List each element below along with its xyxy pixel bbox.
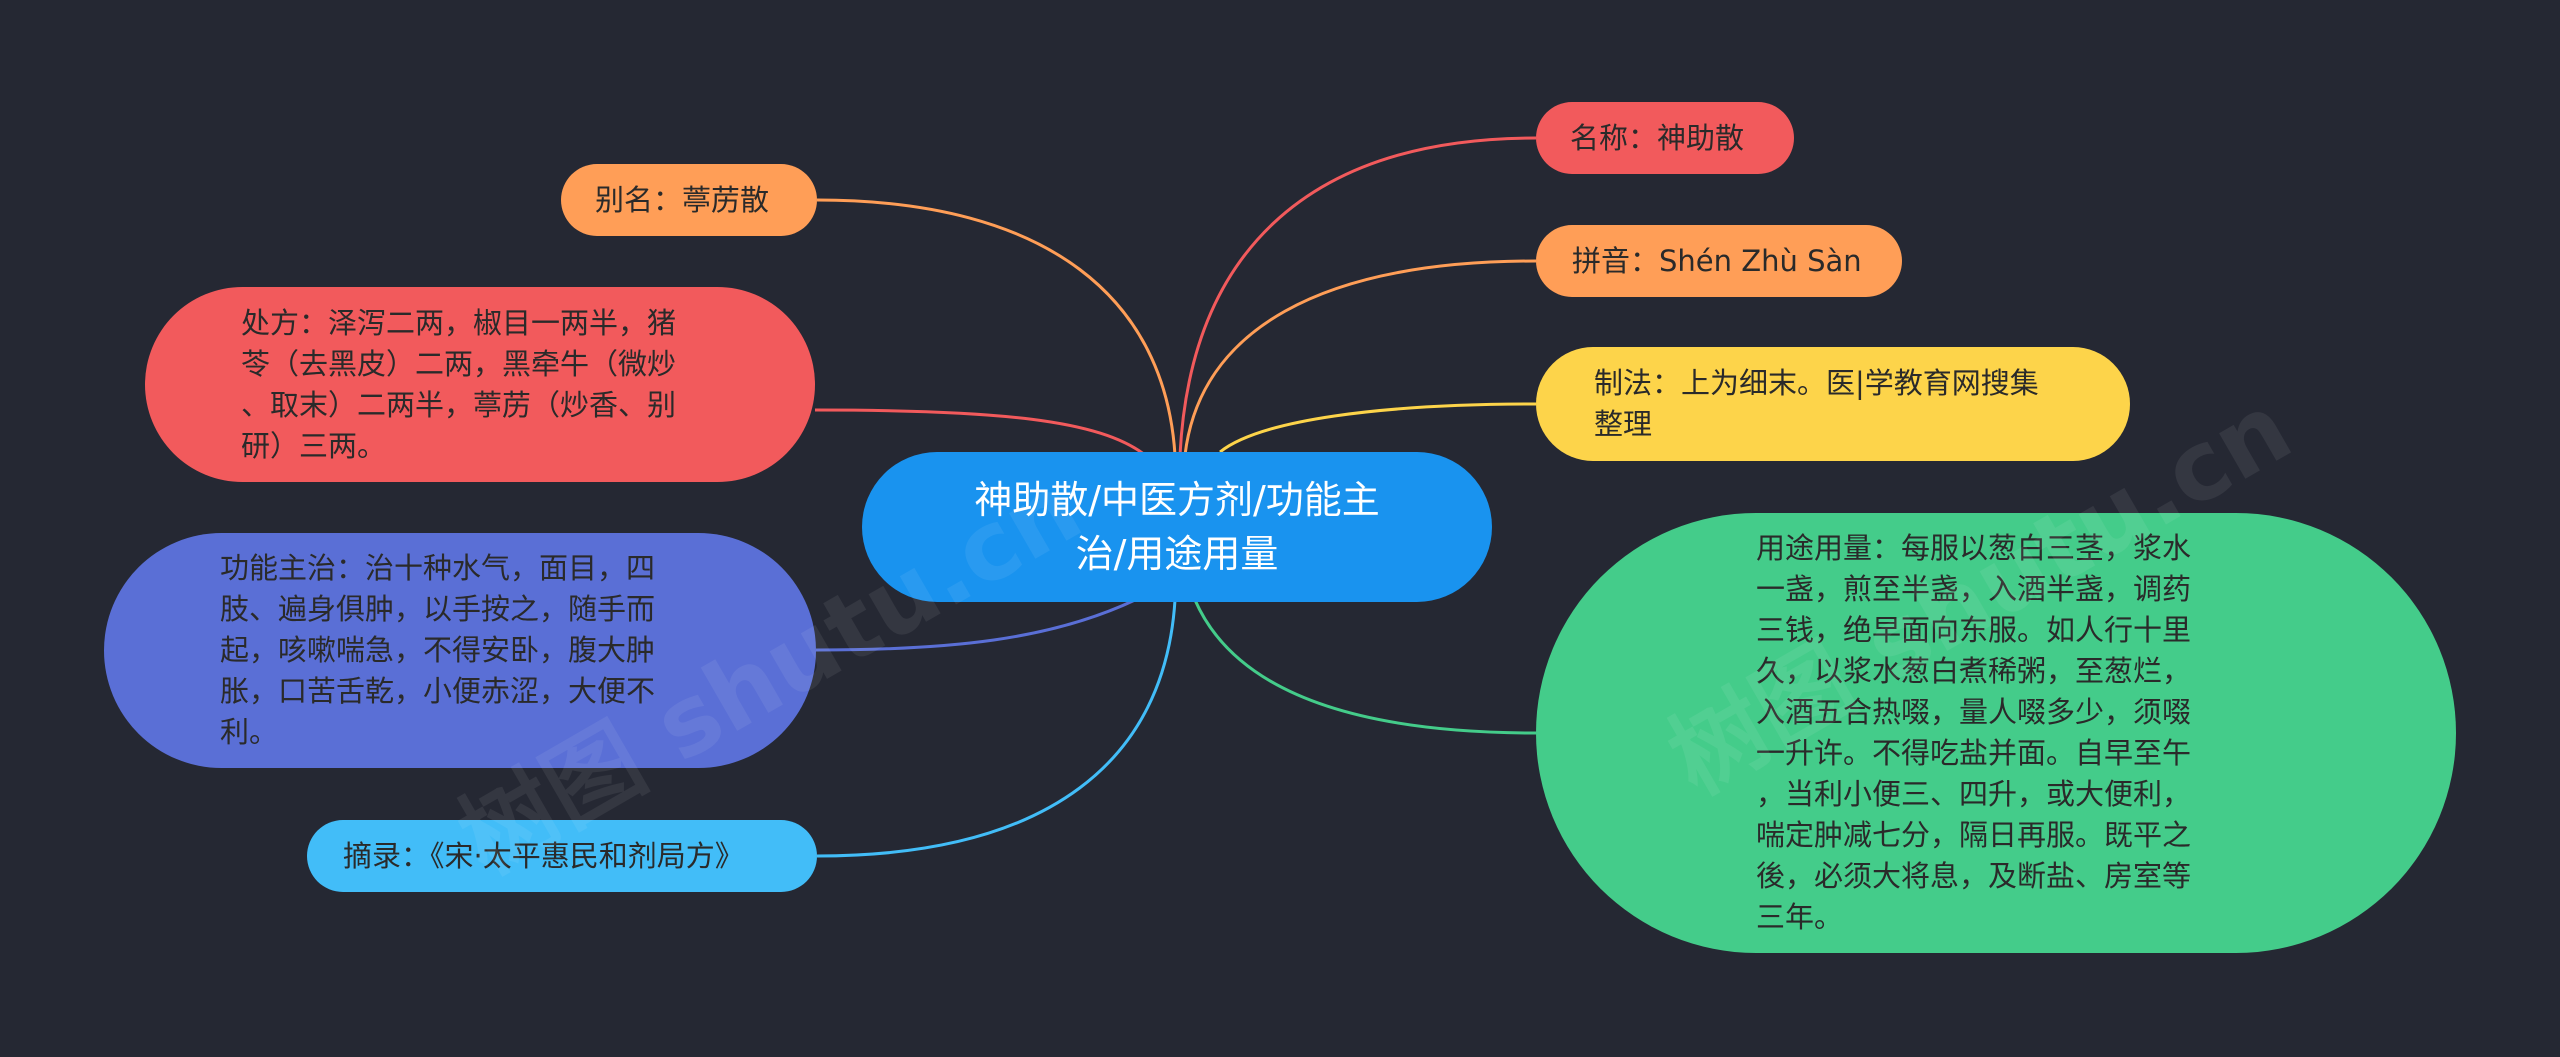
node-text: 别名：葶苈散: [595, 180, 769, 221]
node-line: 制法：上为细末。医|学教育网搜集: [1594, 366, 2039, 400]
node-alias[interactable]: 别名：葶苈散: [561, 164, 817, 236]
node-line: 处方：泽泻二两，椒目一两半，猪: [241, 305, 677, 340]
node-line: 用途用量：每服以葱白三茎，浆水: [1756, 531, 2192, 565]
node-text: 制法：上为细末。医|学教育网搜集 整理: [1594, 363, 2039, 445]
node-line: 利。: [220, 715, 279, 749]
node-excerpt[interactable]: 摘录：《宋·太平惠民和剂局方》: [307, 820, 817, 892]
node-method[interactable]: 制法：上为细末。医|学教育网搜集 整理: [1536, 347, 2130, 461]
node-line: 整理: [1594, 407, 1653, 441]
node-line: 拼音：Shén Zhù Sàn: [1572, 243, 1862, 278]
node-line: 喘定肿减七分，隔日再服。既平之: [1756, 818, 2192, 852]
node-text: 功能主治：治十种水气，面目，四 肢、遍身俱肿，以手按之，随手而 起，咳嗽喘急，不…: [220, 548, 655, 753]
node-line: 功能主治：治十种水气，面目，四: [220, 551, 656, 585]
node-text: 用途用量：每服以葱白三茎，浆水 一盏，煎至半盏，入酒半盏，调药 三钱，绝早面向东…: [1756, 528, 2191, 938]
node-line: 胀，口苦舌乾，小便赤涩，大便不: [220, 674, 656, 708]
node-name[interactable]: 名称：神助散: [1536, 102, 1794, 174]
node-line: 久，以浆水葱白煮稀粥，至葱烂，: [1756, 654, 2192, 688]
root-text: 神助散/中医方剂/功能主 治/用途用量: [974, 473, 1380, 581]
node-line: 研）三两。: [241, 428, 387, 463]
node-text: 处方：泽泻二两，椒目一两半，猪 苓（去黑皮）二两，黑牵牛（微炒 、取末）二两半，…: [241, 303, 676, 467]
link-usage: [1193, 599, 1537, 735]
node-line: 起，咳嗽喘急，不得安卧，腹大肿: [220, 633, 656, 667]
node-pinyin[interactable]: 拼音：Shén Zhù Sàn: [1536, 225, 1902, 297]
node-line: 名称：神助散: [1570, 120, 1745, 155]
node-function[interactable]: 功能主治：治十种水气，面目，四 肢、遍身俱肿，以手按之，随手而 起，咳嗽喘急，不…: [104, 533, 816, 768]
node-line: 苓（去黑皮）二两，黑牵牛（微炒: [241, 346, 677, 381]
root-line: 治/用途用量: [1075, 532, 1279, 576]
node-line: 别名：葶苈散: [595, 182, 770, 217]
link-pinyin: [1183, 259, 1537, 456]
node-text: 拼音：Shén Zhù Sàn: [1572, 241, 1862, 282]
node-line: 肢、遍身俱肿，以手按之，随手而: [220, 592, 656, 626]
link-func: [815, 598, 1136, 652]
node-line: 摘录：《宋·太平惠民和剂局方》: [343, 838, 744, 873]
node-text: 名称：神助散: [1570, 118, 1744, 159]
node-line: 後，必须大将息，及断盐、房室等: [1756, 859, 2192, 893]
node-line: 、取末）二两半，葶苈（炒香、别: [241, 387, 677, 422]
node-line: 入酒五合热啜，量人啜多少，须啜: [1756, 695, 2192, 729]
node-line: 一升许。不得吃盐并面。自早至午: [1756, 736, 2192, 770]
link-name: [1178, 136, 1537, 456]
node-line: 三钱，绝早面向东服。如人行十里: [1756, 613, 2192, 647]
root-node[interactable]: 神助散/中医方剂/功能主 治/用途用量: [862, 452, 1492, 602]
node-line: 三年。: [1756, 900, 1844, 934]
node-text: 摘录：《宋·太平惠民和剂局方》: [343, 836, 744, 877]
node-line: ，当利小便三、四升，或大便利，: [1756, 777, 2192, 811]
node-line: 一盏，煎至半盏，入酒半盏，调药: [1756, 572, 2192, 606]
link-excerpt: [816, 599, 1177, 858]
node-recipe[interactable]: 处方：泽泻二两，椒目一两半，猪 苓（去黑皮）二两，黑牵牛（微炒 、取末）二两半，…: [145, 287, 815, 482]
link-alias: [816, 198, 1177, 456]
link-method: [1219, 402, 1537, 454]
root-line: 神助散/中医方剂/功能主: [974, 478, 1380, 522]
link-recipe: [814, 408, 1146, 457]
node-usage[interactable]: 用途用量：每服以葱白三茎，浆水 一盏，煎至半盏，入酒半盏，调药 三钱，绝早面向东…: [1536, 513, 2456, 953]
